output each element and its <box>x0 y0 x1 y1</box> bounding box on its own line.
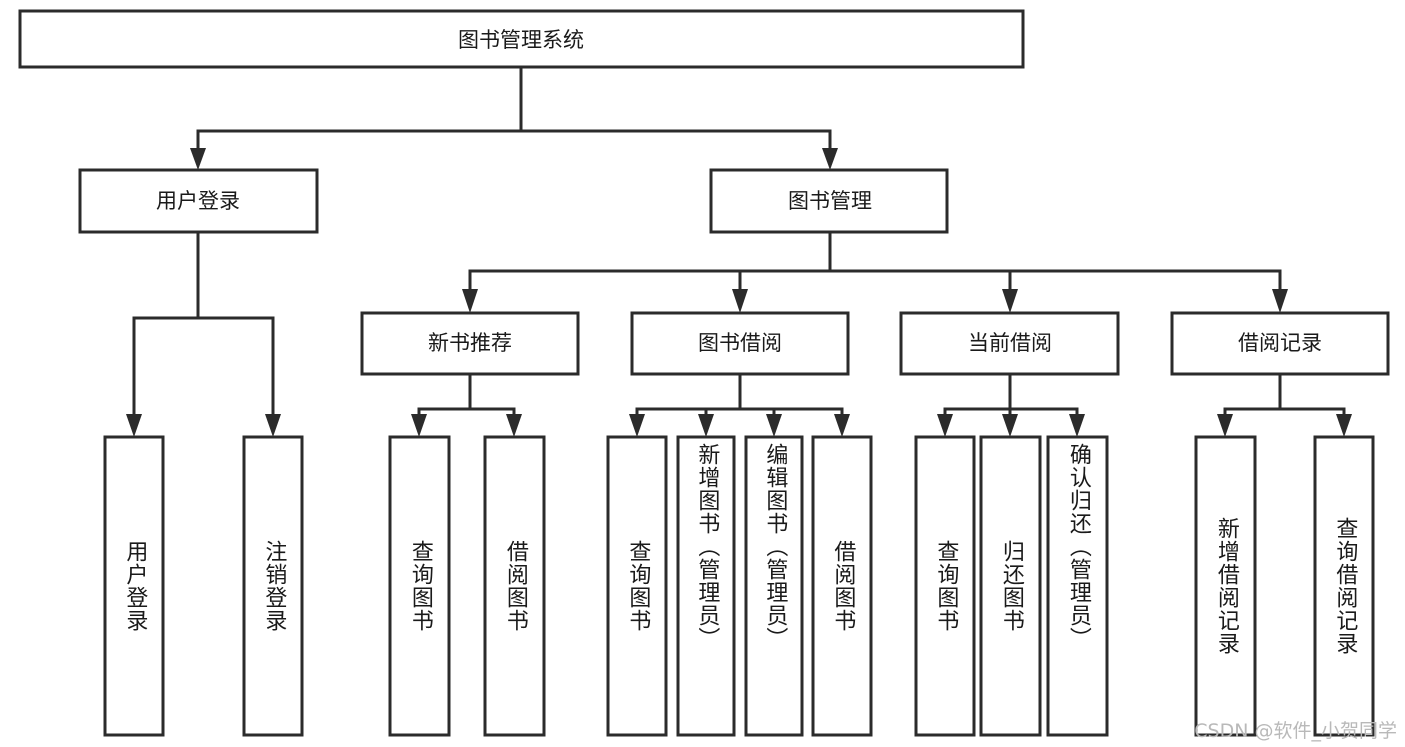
arrow-to-user-login <box>190 148 206 170</box>
node-book-borrow-box[interactable] <box>630 311 850 376</box>
node-user-login[interactable]: 用户登录 <box>78 168 319 234</box>
node-book-manage-label: 图书管理 <box>788 189 872 213</box>
node-borrow-record-box[interactable] <box>1170 311 1390 376</box>
leaf-box-cb-query-book[interactable] <box>914 435 976 737</box>
leaf-box-nbr-borrow-book[interactable] <box>483 435 546 737</box>
arrow-br-leaf-2 <box>1336 414 1352 437</box>
leaf-box-cb-return-book[interactable] <box>979 435 1042 737</box>
leaf-box-logout[interactable] <box>242 435 304 737</box>
connector-borrow-record-trunk <box>1223 372 1346 420</box>
connectors-group <box>126 65 1352 437</box>
connector-book-manage-trunk <box>468 230 1282 295</box>
arrow-nbr-leaf-1 <box>411 414 427 437</box>
leaf-box-bb-query-book[interactable] <box>606 435 668 737</box>
node-book-borrow-label: 图书借阅 <box>698 331 782 355</box>
arrow-cb-leaf-2 <box>1002 414 1018 437</box>
arrow-bb-leaf-1 <box>629 414 645 437</box>
node-borrow-record-label: 借阅记录 <box>1238 331 1322 355</box>
node-current-borrow-label: 当前借阅 <box>968 331 1052 355</box>
arrow-to-new-book-recommend <box>462 289 478 313</box>
arrow-to-borrow-record <box>1272 289 1288 313</box>
node-root-box[interactable] <box>18 9 1025 69</box>
arrow-to-leaf-logout <box>265 414 281 437</box>
leaf-box-nbr-query-book[interactable] <box>388 435 451 737</box>
node-current-borrow[interactable]: 当前借阅 <box>899 311 1120 376</box>
connector-user-login-trunk <box>132 230 275 420</box>
arrow-bb-leaf-3 <box>766 414 782 437</box>
node-user-login-box[interactable] <box>78 168 319 234</box>
arrow-bb-leaf-2 <box>698 414 714 437</box>
node-borrow-record[interactable]: 借阅记录 <box>1170 311 1390 376</box>
connector-new-book-recommend-trunk <box>417 372 516 420</box>
arrow-cb-leaf-1 <box>937 414 953 437</box>
node-root-label: 图书管理系统 <box>458 28 584 52</box>
leaf-box-bb-add-book[interactable] <box>676 435 736 737</box>
leaf-box-br-add-record[interactable] <box>1194 435 1257 737</box>
watermark-text: CSDN @软件_小贺同学 <box>1194 720 1397 742</box>
leaf-box-user-login[interactable] <box>103 435 165 737</box>
arrow-br-leaf-1 <box>1217 414 1233 437</box>
node-root[interactable]: 图书管理系统 <box>18 9 1025 69</box>
leaf-box-cb-confirm-return[interactable] <box>1046 435 1109 737</box>
leaf-box-bb-edit-book[interactable] <box>744 435 804 737</box>
leaf-box-bb-borrow-book[interactable] <box>811 435 873 737</box>
node-current-borrow-box[interactable] <box>899 311 1120 376</box>
node-book-manage[interactable]: 图书管理 <box>709 168 949 234</box>
connector-current-borrow-trunk <box>943 372 1079 420</box>
node-new-book-recommend-box[interactable] <box>360 311 580 376</box>
node-book-manage-box[interactable] <box>709 168 949 234</box>
arrow-nbr-leaf-2 <box>506 414 522 437</box>
node-book-borrow[interactable]: 图书借阅 <box>630 311 850 376</box>
arrow-to-book-manage <box>822 148 838 170</box>
arrow-cb-leaf-3 <box>1069 414 1085 437</box>
connector-root-trunk <box>196 65 832 154</box>
connector-book-borrow-trunk <box>635 372 844 420</box>
leaf-box-br-query-record[interactable] <box>1313 435 1375 737</box>
arrow-to-leaf-user-login <box>126 414 142 437</box>
node-new-book-recommend-label: 新书推荐 <box>428 331 512 355</box>
node-user-login-label: 用户登录 <box>156 189 240 213</box>
arrow-to-current-borrow <box>1002 289 1018 313</box>
arrow-to-book-borrow <box>732 289 748 313</box>
arrow-bb-leaf-4 <box>834 414 850 437</box>
node-new-book-recommend[interactable]: 新书推荐 <box>360 311 580 376</box>
